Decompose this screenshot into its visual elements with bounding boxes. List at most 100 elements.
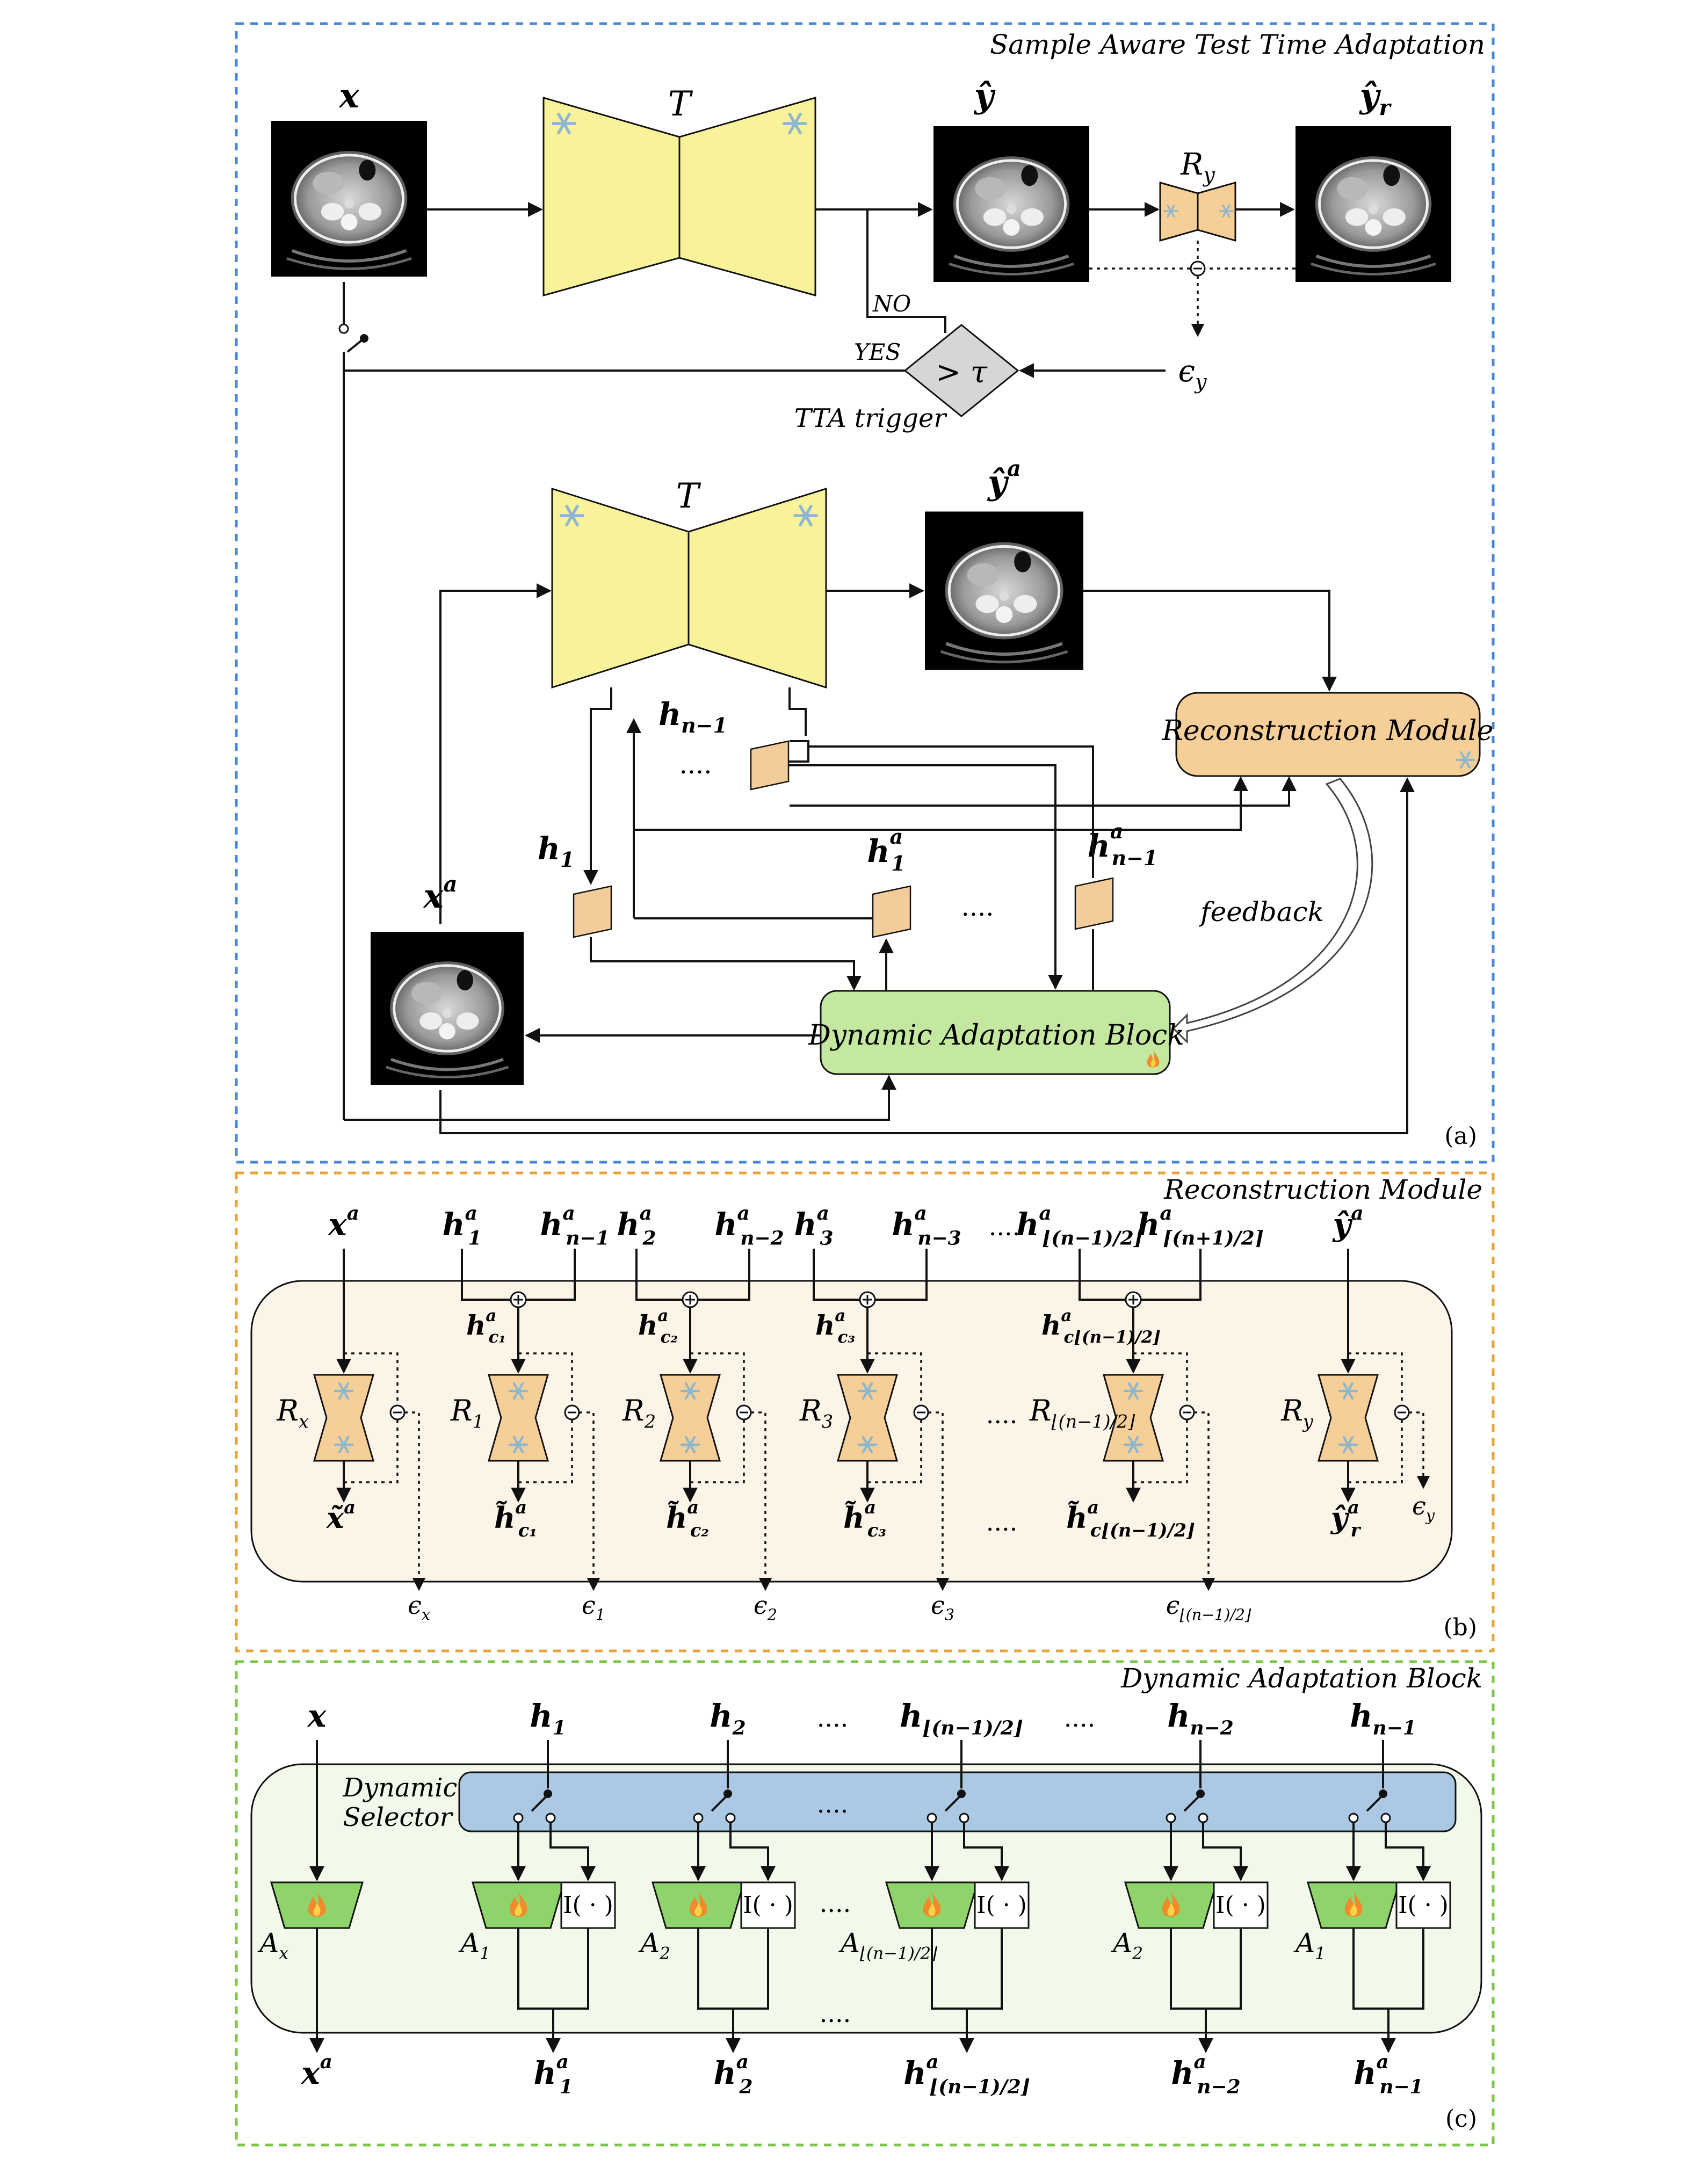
label-teacher-top: T xyxy=(668,84,693,124)
b-dots-mid: .... xyxy=(986,1400,1018,1429)
c-top-label-3: .... xyxy=(817,1704,849,1733)
feedback-arrow xyxy=(1172,778,1373,1044)
label-dynamic: Dynamic xyxy=(343,1773,458,1803)
c-dots-mod: .... xyxy=(820,1889,851,1918)
panel-b-border xyxy=(235,1171,1495,1653)
identity-label: I( · ) xyxy=(976,1892,1027,1919)
ct-xa xyxy=(371,932,524,1085)
b-top-label-0: xa xyxy=(327,1202,359,1243)
feature-hn1 xyxy=(750,740,790,791)
dynamic-selector xyxy=(458,1771,1457,1832)
b-eps-label-0: ϵx xyxy=(408,1591,430,1624)
b-eps-label-1: ϵ1 xyxy=(582,1591,605,1624)
label-ya-hat: ŷa xyxy=(987,456,1021,502)
panel-b-title: Reconstruction Module xyxy=(1163,1174,1482,1205)
identity-label: I( · ) xyxy=(743,1892,793,1919)
panel-c: Dynamic Adaptation Block (c) Dynamic Sel… xyxy=(235,1660,1495,2147)
c-dots-out: .... xyxy=(820,1999,851,2028)
panel-c-title: Dynamic Adaptation Block xyxy=(1120,1663,1482,1694)
b-eps-label-5: ϵy xyxy=(1412,1491,1435,1525)
c-top-label-5: .... xyxy=(1064,1704,1096,1733)
c-a-label-3: A⌊(n−1)/2⌋ xyxy=(838,1927,938,1963)
b-r-label-1: R1 xyxy=(450,1394,484,1432)
ct-x xyxy=(271,121,427,277)
ct-yr-hat xyxy=(1296,126,1451,282)
c-a-label-2: A2 xyxy=(638,1927,670,1963)
reconstructor-2 xyxy=(660,1374,721,1462)
identity-box-1 xyxy=(560,1881,616,1929)
b-r-label-2: R2 xyxy=(622,1394,656,1432)
b-top-label-10: ŷa xyxy=(1332,1202,1364,1243)
ct-y-hat xyxy=(933,126,1089,282)
c-a-label-1: A1 xyxy=(458,1927,490,1963)
c-top-label-6: hn−2 xyxy=(1167,1698,1233,1740)
tta-trigger xyxy=(903,324,1019,417)
reconstructor-5 xyxy=(1318,1374,1379,1462)
label-tta-trigger: TTA trigger xyxy=(794,403,948,433)
label-eps-y: ϵy xyxy=(1178,354,1207,394)
label-no: NO xyxy=(872,291,911,317)
panel-b-tag: (b) xyxy=(1444,1614,1478,1641)
panel-a-border xyxy=(235,22,1495,1164)
b-eps-label-4: ϵ⌊(n−1)/2⌋ xyxy=(1166,1591,1251,1624)
b-r-label-3: R3 xyxy=(799,1394,833,1432)
panel-c-tag: (c) xyxy=(1445,2105,1477,2133)
c-top-label-4: h⌊(n−1)/2⌋ xyxy=(900,1698,1023,1740)
panel-a: Sample Aware Test Time Adaptation (a) x … xyxy=(235,22,1495,1164)
identity-label: I( · ) xyxy=(1398,1892,1449,1919)
label-x: x xyxy=(338,76,360,115)
label-dab: Dynamic Adaptation Block xyxy=(808,1019,1184,1052)
label-hn1: hn−1 xyxy=(658,696,727,737)
c-top-label-2: h2 xyxy=(710,1698,746,1740)
ct-ya-hat xyxy=(925,512,1083,670)
c-top-label-1: h1 xyxy=(530,1698,566,1740)
b-top-label-9: ha⌈(n+1)/2⌉ xyxy=(1137,1202,1264,1249)
b-eps-label-3: ϵ3 xyxy=(931,1591,954,1624)
identity-label: I( · ) xyxy=(1215,1892,1266,1919)
reconstructor-1 xyxy=(488,1374,549,1462)
panel-c-border xyxy=(235,1660,1495,2147)
reconstruction-module xyxy=(1175,692,1481,777)
dots-1: .... xyxy=(679,750,712,780)
identity-box-3 xyxy=(974,1881,1030,1929)
b-r-label-0: Rx xyxy=(276,1394,309,1432)
b-top-label-7: .... xyxy=(989,1212,1021,1241)
c-dots-sel: .... xyxy=(817,1789,849,1818)
b-r-label-4: R⌊(n−1)/2⌋ xyxy=(1029,1394,1135,1432)
label-ry: Ry xyxy=(1180,147,1215,187)
label-yes: YES xyxy=(854,339,901,365)
label-yr-hat: ŷr xyxy=(1358,76,1392,120)
label-recon-module: Reconstruction Module xyxy=(1162,715,1493,747)
c-top-label-7: hn−1 xyxy=(1350,1698,1416,1740)
label-y-hat: ŷ xyxy=(973,76,996,115)
c-a-label-5: A1 xyxy=(1293,1927,1326,1963)
identity-label: I( · ) xyxy=(563,1892,613,1919)
reconstructor-3 xyxy=(837,1374,898,1462)
b-top-label-8: ha⌊(n−1)/2⌋ xyxy=(1016,1202,1143,1249)
panel-a-title: Sample Aware Test Time Adaptation xyxy=(990,29,1485,60)
dynamic-adaptation-block xyxy=(820,990,1171,1075)
b-dots-out: .... xyxy=(986,1508,1018,1537)
b-r-label-5: Ry xyxy=(1280,1394,1314,1432)
b-eps-label-2: ϵ2 xyxy=(754,1591,777,1624)
c-top-label-0: x xyxy=(307,1698,327,1734)
